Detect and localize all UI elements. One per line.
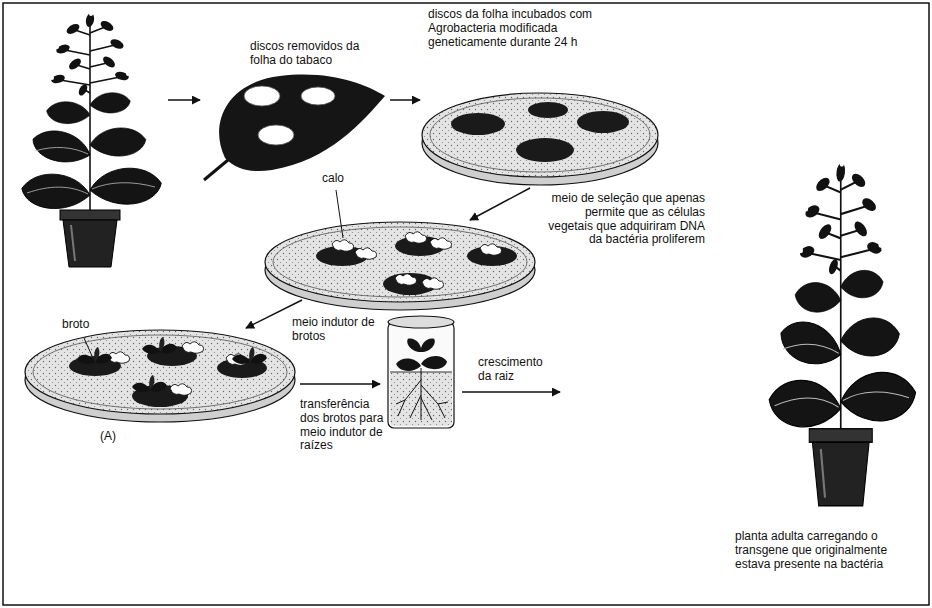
process-arrow xyxy=(470,188,530,220)
frame xyxy=(3,3,929,605)
petri-dish-incubation xyxy=(422,93,658,185)
leader-line xyxy=(336,190,343,238)
step-label: transferência dos brotos para meio indut… xyxy=(300,398,384,453)
process-arrow xyxy=(390,99,420,101)
step-label: planta adulta carregando o transgene que… xyxy=(735,530,905,571)
petri-dish-shoots xyxy=(25,330,295,422)
transgenic-plant xyxy=(769,161,915,505)
leaf-with-holes xyxy=(204,75,385,180)
callout-label: broto xyxy=(62,318,112,332)
step-label: meio indutor de brotos xyxy=(292,316,377,344)
petri-dish-selection xyxy=(265,222,535,310)
rooting-jar xyxy=(388,316,454,428)
step-label: discos removidos da folha do tabaco xyxy=(250,40,375,68)
step-label: discos da folha incubados com Agrobacter… xyxy=(428,8,628,49)
process-arrow xyxy=(462,391,560,393)
step-label: crescimento da raiz xyxy=(478,356,558,384)
process-arrow xyxy=(168,99,200,101)
leader-line xyxy=(84,338,92,356)
callout-label: calo xyxy=(322,172,362,186)
figure-label: (A) xyxy=(100,430,140,444)
tobacco-plant xyxy=(22,12,162,267)
process-arrow xyxy=(300,383,380,385)
step-label: meio de seleção que apenas permite que a… xyxy=(545,192,705,247)
